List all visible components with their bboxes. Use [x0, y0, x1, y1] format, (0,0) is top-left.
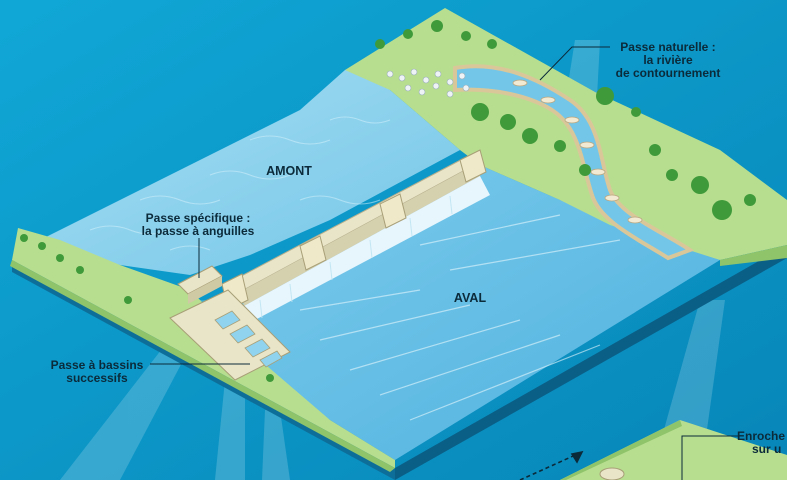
svg-text:la passe à anguilles: la passe à anguilles: [142, 224, 255, 238]
eel-pass: [177, 265, 223, 304]
pool-pass-label: Passe à bassins successifs: [51, 358, 144, 385]
spillway-foam: [244, 176, 490, 320]
svg-text:successifs: successifs: [66, 371, 128, 385]
pool-fish-pass: [169, 289, 291, 381]
svg-text:Passe à bassins: Passe à bassins: [51, 358, 144, 372]
svg-text:Passe naturelle :: Passe naturelle :: [620, 40, 715, 54]
slab-side-right: [395, 245, 787, 480]
svg-text:de contournement: de contournement: [616, 66, 721, 80]
downstream-label: AVAL: [454, 291, 487, 305]
arrow-icon: [519, 450, 584, 480]
left-bank-edge: [10, 260, 395, 472]
small-basin: [599, 467, 625, 480]
water-ripples: [89, 116, 391, 251]
eel-pass-label: Passe spécifique : la passe à anguilles: [142, 211, 255, 238]
bypass-channel: [453, 64, 695, 261]
upper-bank-edge: [720, 245, 787, 266]
leader-lines: [150, 46, 740, 480]
secondary-tile: [560, 420, 787, 480]
svg-text:sur u: sur u: [752, 442, 781, 456]
upstream-label: AMONT: [266, 164, 312, 178]
svg-text:Passe spécifique :: Passe spécifique :: [146, 211, 251, 225]
upstream-water: [40, 65, 460, 275]
natural-pass-label: Passe naturelle : la rivière de contourn…: [616, 40, 721, 80]
rockfill-label: Enroche sur u: [737, 429, 785, 456]
svg-text:la rivière: la rivière: [643, 53, 693, 67]
rock-field: [386, 68, 470, 98]
secondary-tile-edge: [560, 420, 682, 480]
bypass-rocks: [512, 79, 643, 224]
svg-text:Enroche: Enroche: [737, 429, 785, 443]
downstream-streaks: [299, 214, 621, 421]
dam: [221, 149, 490, 320]
